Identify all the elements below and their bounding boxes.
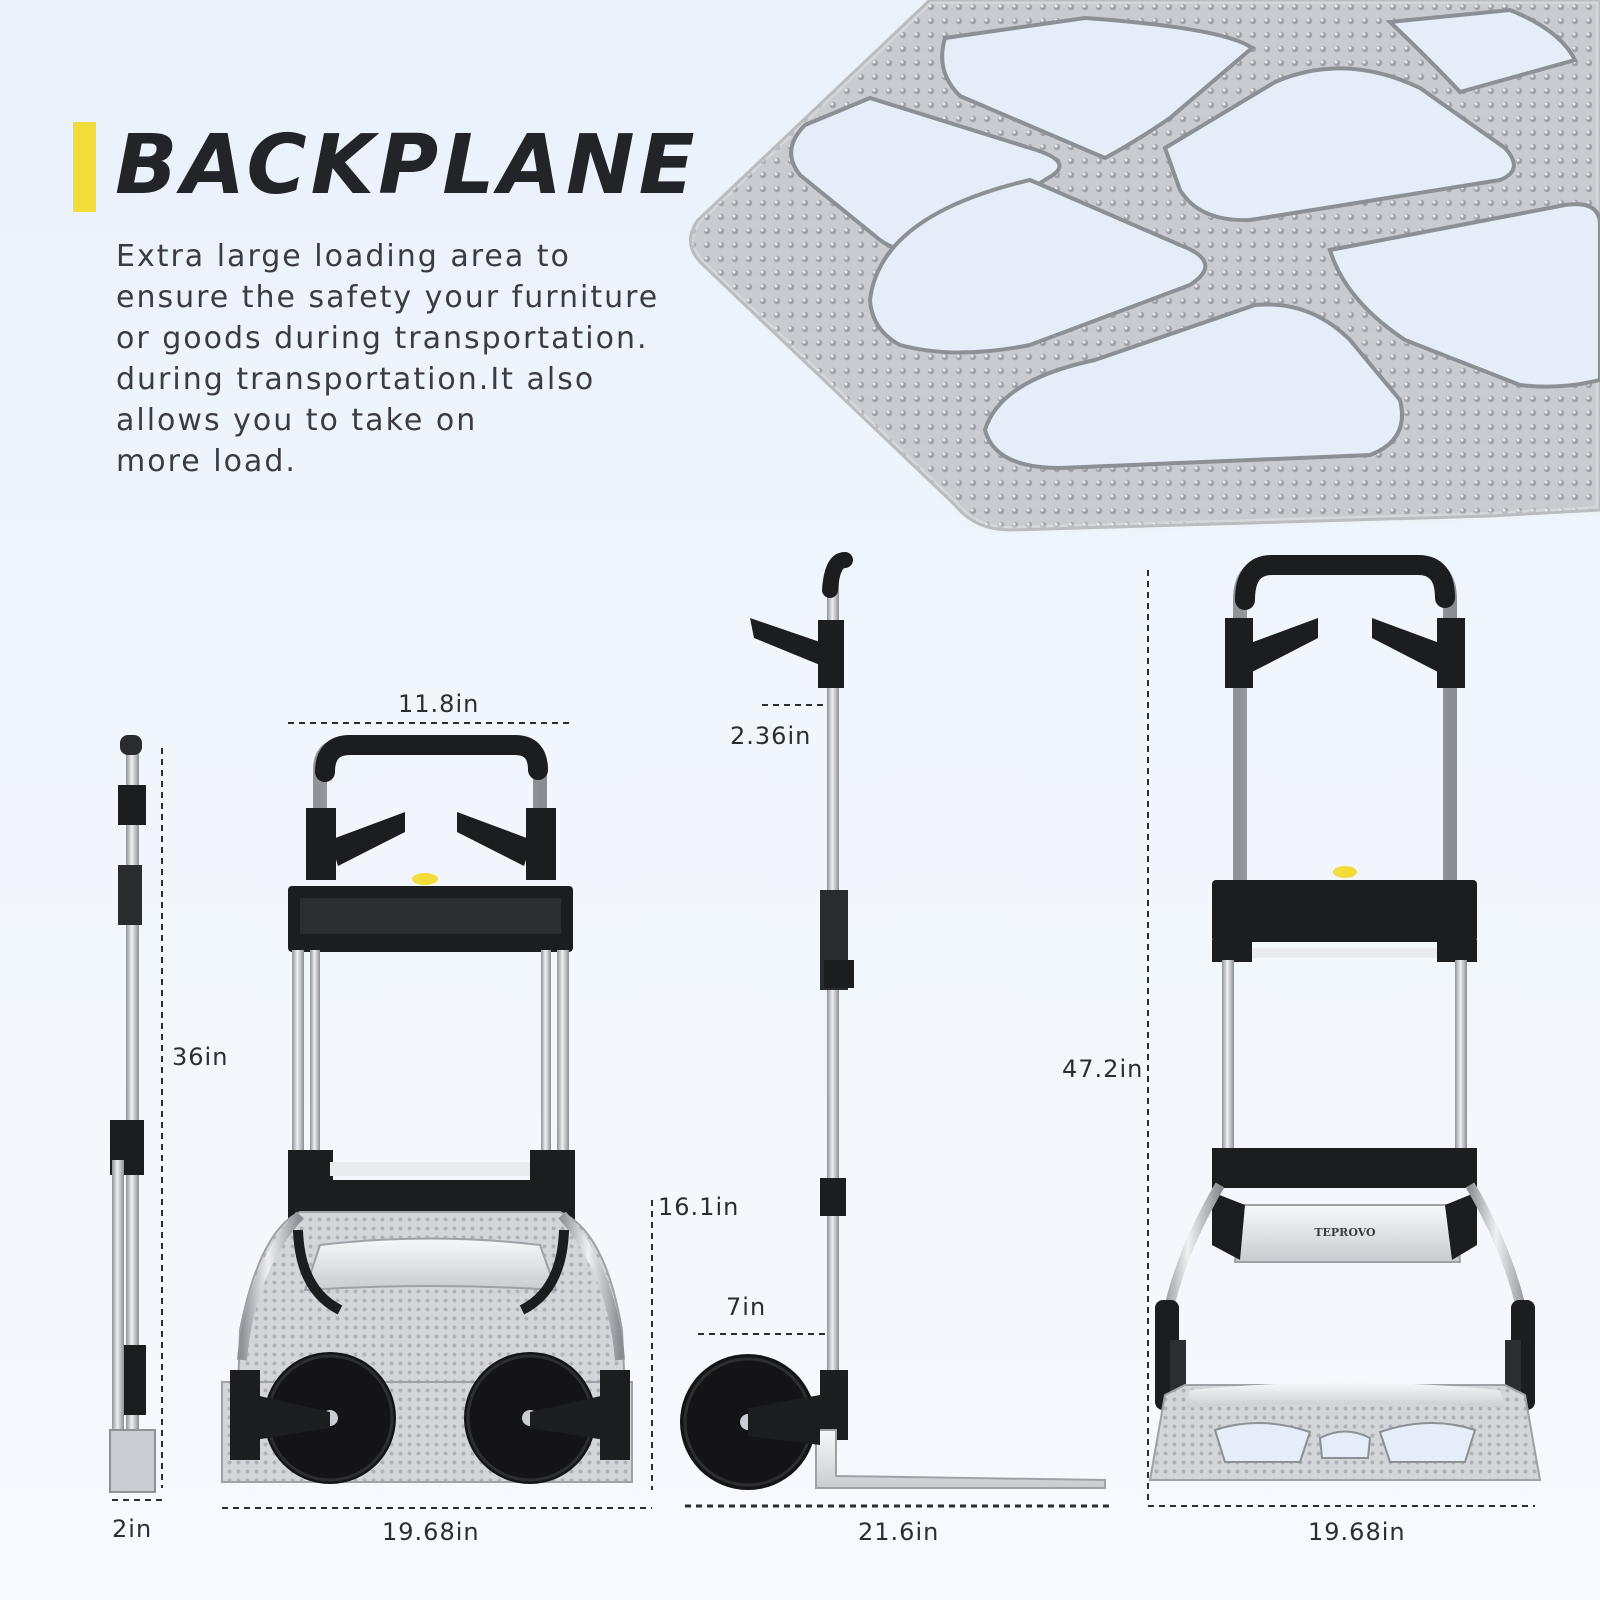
dimension-wheel-height: 7in	[726, 1293, 767, 1321]
description-line: allows you to take on	[116, 403, 478, 438]
dimension-extended-height: 47.2in	[1062, 1055, 1144, 1083]
folded-side-view	[109, 735, 163, 1501]
dimension-plate-height: 16.1in	[658, 1193, 740, 1221]
dimension-handle-width: 11.8in	[398, 690, 480, 718]
description-line: or goods during transportation.	[116, 321, 649, 356]
headline-accent-bar	[73, 122, 96, 212]
backplane-closeup	[686, 0, 1600, 535]
brand-label: TEPROVO	[1314, 1226, 1376, 1239]
folded-front-view	[221, 722, 653, 1509]
description-line: more load.	[116, 444, 297, 479]
dimension-folded-height: 36in	[172, 1043, 229, 1071]
feature-description: Extra large loading area to ensure the s…	[116, 236, 696, 482]
description-line: ensure the safety your furniture	[116, 280, 660, 315]
dimension-grip-drop: 2.36in	[730, 722, 812, 750]
extended-side-view	[680, 552, 1110, 1508]
dimension-side-length: 21.6in	[858, 1518, 940, 1546]
description-line: Extra large loading area to	[116, 239, 571, 274]
dimension-folded-depth: 2in	[112, 1515, 153, 1543]
extended-front-view: TEPROVO	[1147, 555, 1542, 1507]
dimension-extended-width: 19.68in	[1308, 1518, 1406, 1546]
description-line: during transportation.It also	[116, 362, 596, 397]
dimension-folded-width: 19.68in	[382, 1518, 480, 1546]
headline: BACKPLANE	[115, 118, 699, 213]
